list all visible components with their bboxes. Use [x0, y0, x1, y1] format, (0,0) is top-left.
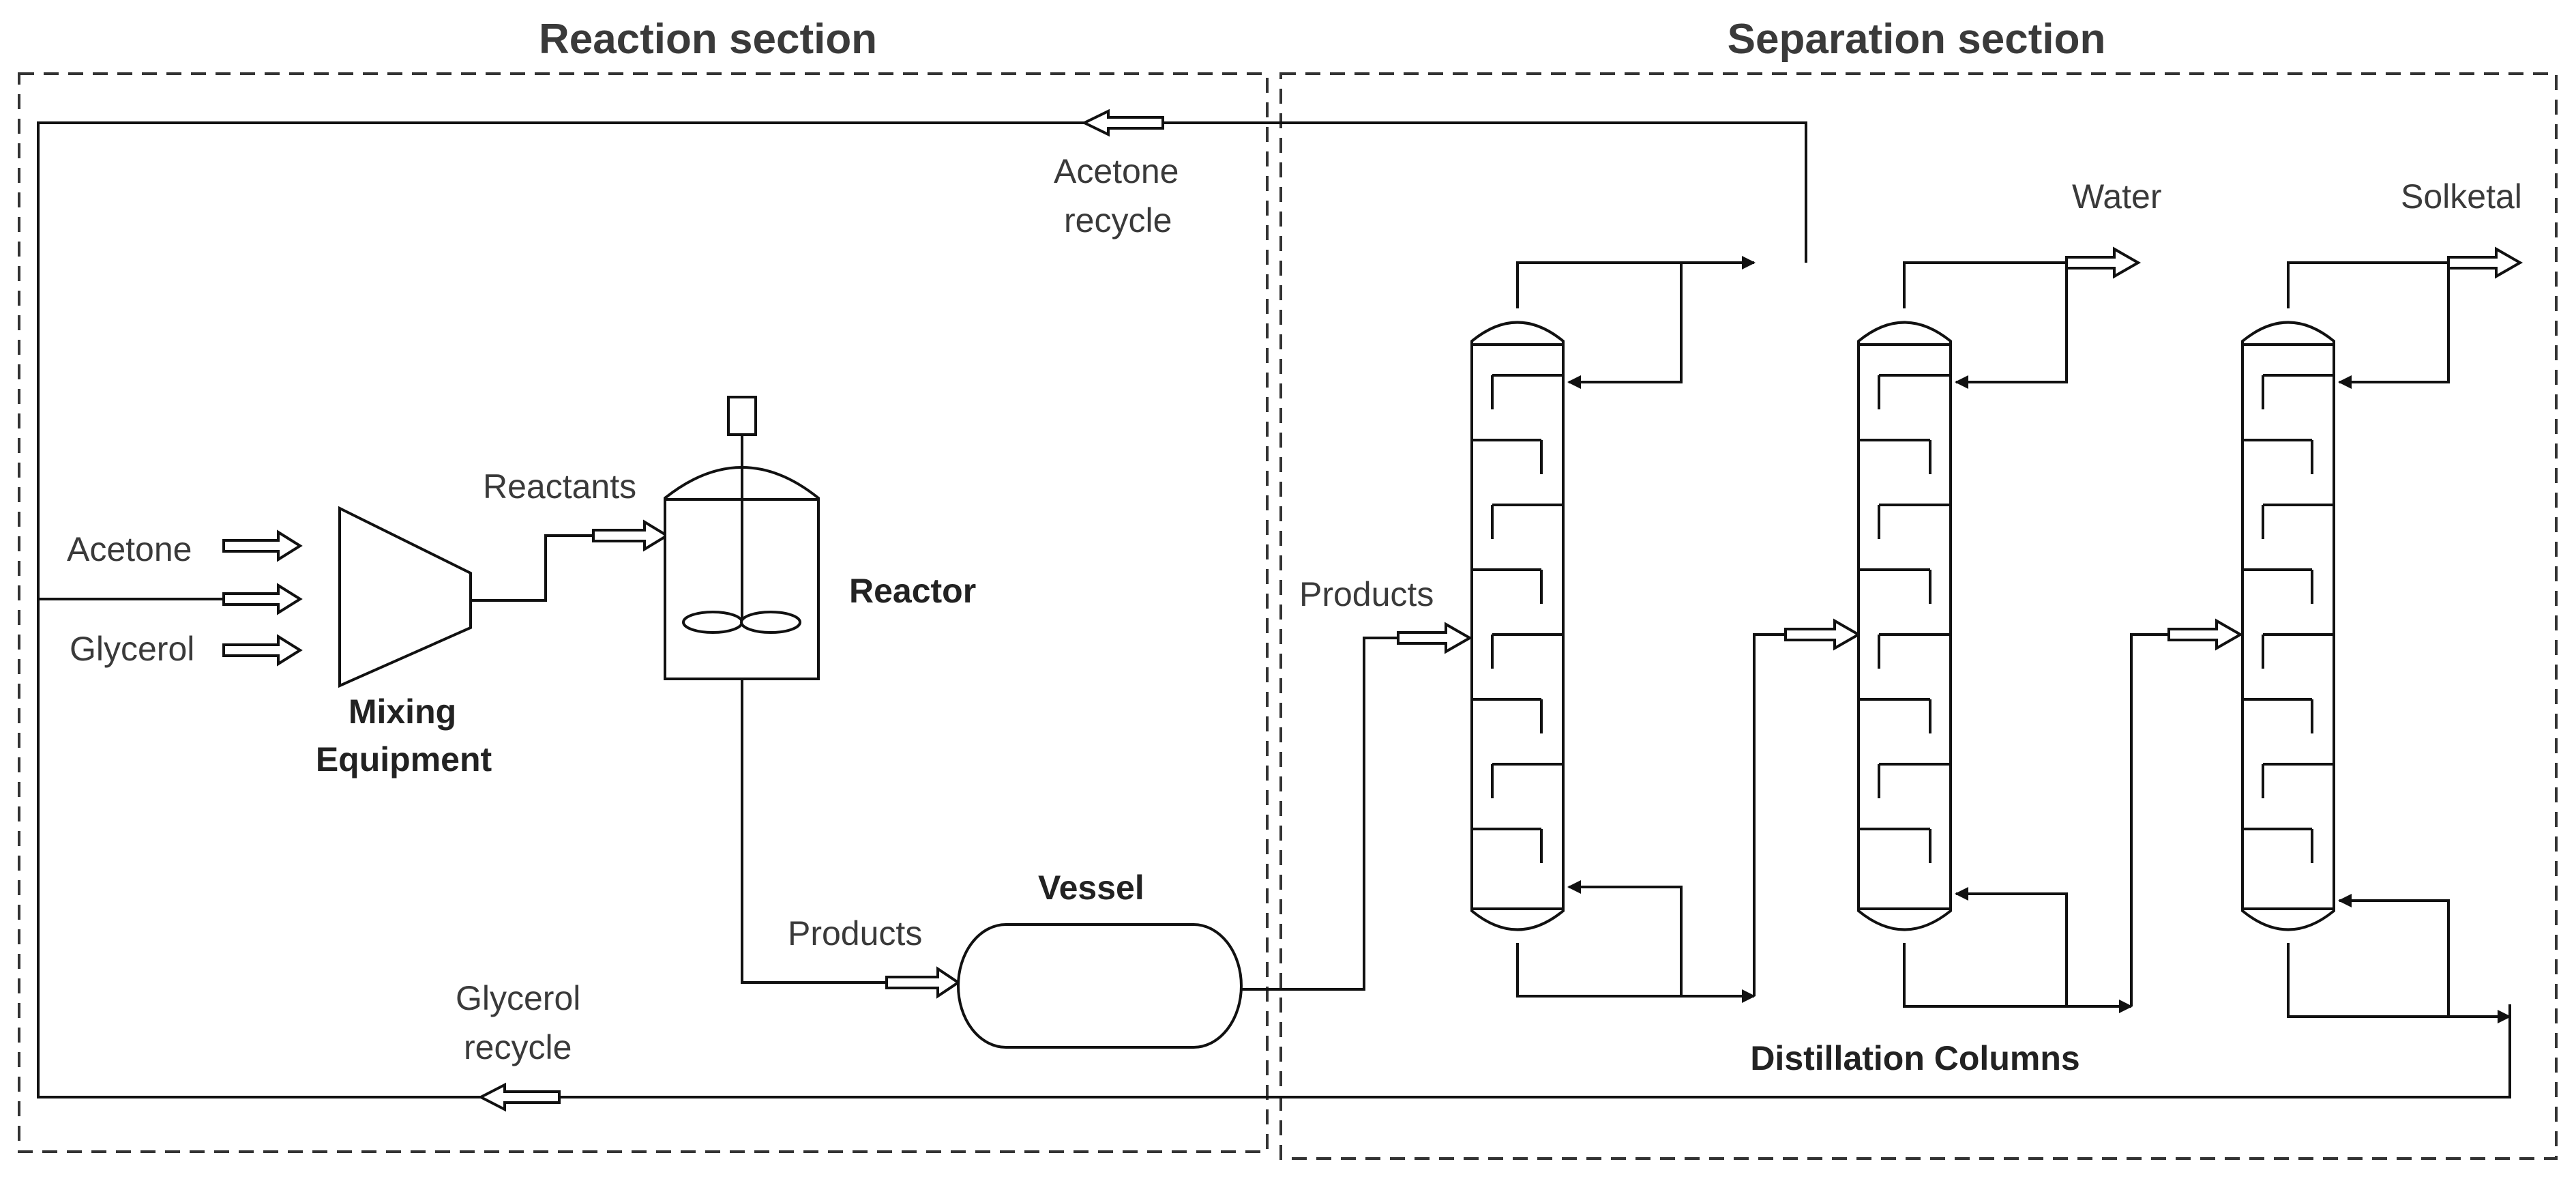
reaction-section-box — [18, 72, 1269, 1153]
reactor-impeller-left — [682, 611, 743, 634]
glycerol-recycle-arrow — [477, 1082, 561, 1112]
acetone-recycle-label-2: recycle — [1064, 201, 1172, 239]
reactants-label: Reactants — [483, 467, 636, 506]
column2-bottoms-line — [1903, 943, 2133, 1013]
column1-bottoms-line — [1516, 943, 1756, 1003]
reactor-label: Reactor — [849, 572, 976, 610]
acetone-feed-label: Acetone — [67, 530, 192, 568]
solketal-outlet-arrow — [2447, 246, 2523, 279]
mixer-label-2: Equipment — [316, 740, 492, 778]
glycerol-feed-arrow — [222, 634, 303, 667]
products-to-column1-arrow — [1397, 622, 1473, 654]
products-to-vessel-arrow — [885, 966, 961, 999]
vessel-symbol — [957, 923, 1243, 1049]
products-to-vessel-label: Products — [788, 914, 922, 952]
water-outlet-arrow — [2065, 246, 2142, 279]
reactor-impeller-right — [740, 611, 801, 634]
column2-reboil-line — [1955, 887, 2068, 1006]
glycerol-recycle-line — [37, 599, 2511, 1098]
mixer-label-1: Mixing — [349, 693, 456, 731]
distillation-column-3 — [2241, 321, 2335, 931]
recycle-feed-arrow — [222, 583, 303, 615]
column2-reflux-line — [1955, 263, 2068, 389]
distillation-columns-label: Distillation Columns — [1750, 1039, 2079, 1077]
feed-column2-arrow — [1784, 618, 1862, 651]
column1-reboil-line — [1567, 880, 1683, 996]
glycerol-recycle-label-2: recycle — [464, 1028, 572, 1066]
column1-overhead-line — [1516, 256, 1756, 308]
solketal-label: Solketal — [2401, 177, 2522, 216]
vessel-label: Vessel — [1038, 869, 1144, 907]
feed-column3-arrow — [2167, 618, 2244, 651]
acetone-recycle-arrow — [1081, 108, 1164, 137]
column3-overhead-line — [2287, 261, 2448, 308]
acetone-feed-arrow — [222, 529, 303, 562]
reactor-motor — [727, 396, 757, 436]
water-label: Water — [2072, 177, 2162, 216]
separation-section-title: Separation section — [1728, 16, 2106, 63]
distillation-column-1 — [1470, 321, 1565, 931]
distillation-column-2 — [1857, 321, 1952, 931]
column3-reflux-line — [2338, 263, 2450, 389]
column2-overhead-line — [1903, 261, 2067, 308]
glycerol-feed-label: Glycerol — [70, 630, 194, 668]
reactants-arrow — [592, 519, 670, 552]
products-to-columns-label: Products — [1299, 575, 1434, 613]
acetone-recycle-line — [37, 121, 1807, 600]
mixer-symbol — [338, 506, 472, 688]
column2-to-column3-line — [2130, 633, 2169, 1006]
column3-bottoms-line — [2287, 943, 2511, 1023]
mixer-outlet-line — [471, 534, 593, 602]
separation-section-box — [1279, 72, 2558, 1160]
column3-reboil-line — [2338, 894, 2450, 1017]
column1-to-column2-line — [1753, 633, 1786, 996]
glycerol-recycle-label-1: Glycerol — [456, 979, 580, 1017]
reaction-section-title: Reaction section — [539, 16, 877, 63]
vessel-to-column1-line — [1241, 637, 1398, 991]
reactor-outlet-line — [741, 679, 887, 984]
column1-reflux-line — [1567, 263, 1683, 389]
acetone-recycle-label-1: Acetone — [1054, 152, 1179, 190]
